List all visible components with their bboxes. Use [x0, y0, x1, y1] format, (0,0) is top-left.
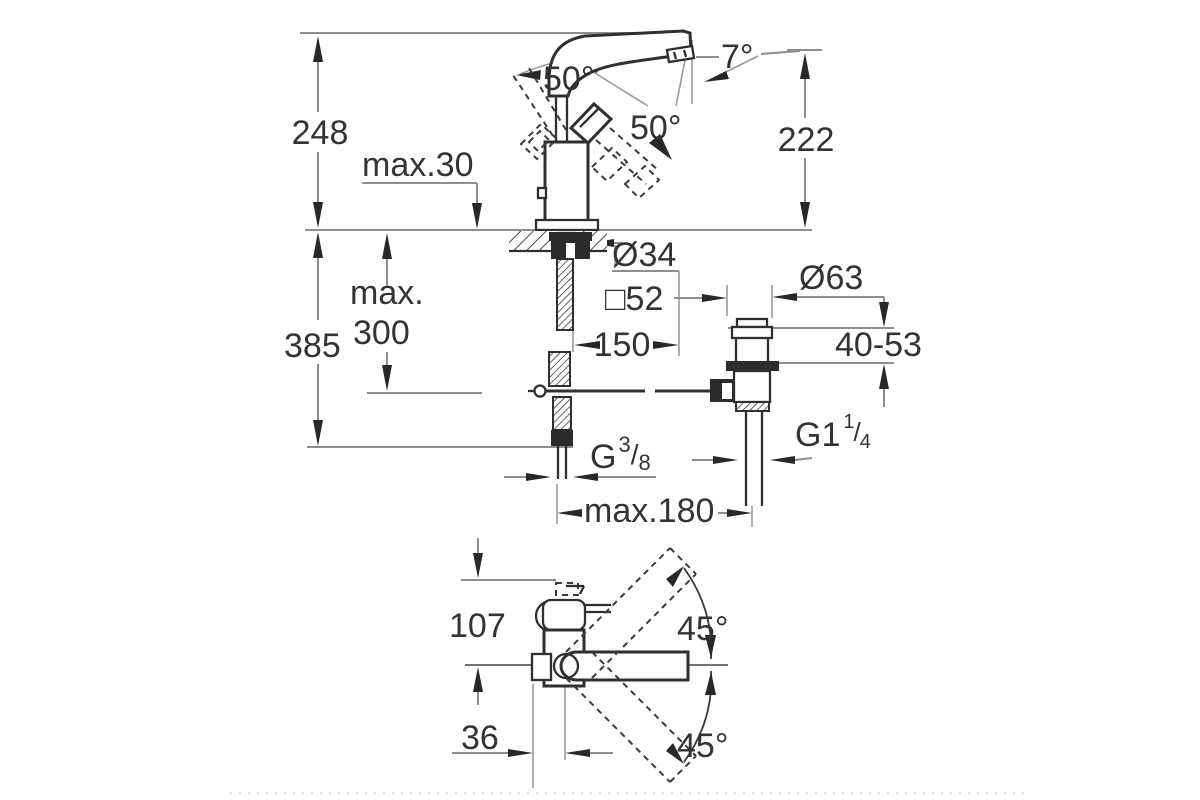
dim-40-53-label: 40-53	[835, 326, 922, 364]
deck-hatch-left	[509, 231, 557, 251]
waste-cap	[730, 325, 774, 340]
waste-rim	[735, 317, 769, 329]
spout	[547, 29, 693, 98]
rod-ball-joint	[533, 384, 547, 398]
dim-150-label: 150	[594, 326, 651, 364]
lever-handle	[568, 101, 614, 146]
hose-nut	[551, 430, 573, 446]
top-labels: 107 45° 45° 36	[449, 607, 728, 765]
flex-hose-lower	[552, 396, 572, 431]
top-view: 107 45° 45° 36	[449, 538, 728, 788]
base-flange	[534, 218, 600, 232]
flex-hose-upper	[548, 351, 571, 387]
angle-45-down-label: 45°	[677, 727, 728, 765]
dim-dia34-label: Ø34	[612, 236, 676, 274]
set-screw	[536, 186, 548, 200]
cartridge-dashed-detail	[555, 582, 579, 596]
angle-45-up-label: 45°	[677, 610, 728, 648]
body-side-block	[530, 652, 553, 682]
counter-mounting	[509, 231, 607, 331]
dim-square52-label: □52	[605, 280, 663, 318]
front-view: 248 max.30 50° 50° 7° 222 max. 300 385 Ø…	[284, 29, 922, 530]
spout-top	[559, 650, 690, 682]
waste-thread-ring	[735, 401, 770, 412]
angle-50-front-label: 50°	[543, 60, 594, 98]
lever-top	[541, 598, 587, 632]
front-labels: 248 max.30 50° 50° 7° 222 max. 300 385 Ø…	[284, 38, 922, 530]
dim-max180-label: max.180	[584, 492, 714, 530]
dim-max30-label: max.30	[362, 146, 474, 184]
faucet-top-view	[530, 547, 697, 783]
front-dimension-lines	[300, 32, 894, 527]
faucet-body	[543, 140, 590, 224]
faucet-front	[509, 29, 779, 506]
dim-max300-label-line2: 300	[353, 314, 410, 352]
dim-max300-label-line1: max.	[350, 274, 424, 312]
thread-g38-label: G3/8	[590, 432, 651, 476]
dim-dia63-label: Ø63	[799, 259, 863, 297]
spout-swivel-dashed	[565, 547, 697, 783]
waste-body	[732, 369, 772, 404]
angle-7-label: 7°	[721, 38, 754, 76]
washer	[549, 232, 592, 241]
waste-flange	[726, 361, 779, 371]
threaded-shank	[556, 258, 574, 331]
supply-and-rod	[528, 351, 710, 479]
dim-36-label: 36	[461, 719, 499, 757]
dim-107-label: 107	[449, 607, 506, 645]
lever-swing-dashed	[512, 67, 661, 200]
dim-248-label: 248	[292, 114, 349, 152]
drain-assembly	[710, 317, 779, 506]
aerator	[665, 44, 696, 64]
dim-385-label: 385	[284, 327, 341, 365]
dim-222-label: 222	[778, 121, 835, 159]
angle-50-back-label: 50°	[630, 109, 681, 147]
